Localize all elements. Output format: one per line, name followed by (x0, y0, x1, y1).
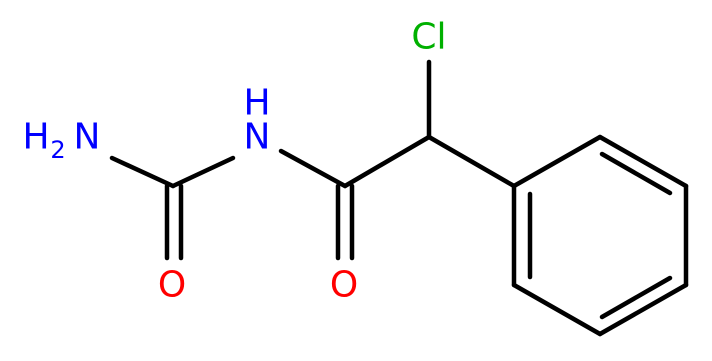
atom-amide-n: N (244, 117, 271, 158)
bond-ch-phenyl (426, 134, 517, 189)
ring-bond-4 (597, 282, 689, 337)
bond-c2-ch (342, 134, 432, 189)
bonds (109, 59, 689, 337)
bond-nh-c2 (278, 148, 348, 189)
bond-c1-nh (170, 155, 236, 189)
ring-inner-1 (599, 151, 673, 196)
atom-amine-subscript: 2 (50, 136, 65, 164)
ring-bond-5 (511, 282, 603, 337)
atom-chlorine: Cl (411, 17, 446, 58)
bond-nh2-c1 (109, 155, 176, 189)
atom-acyl-oxygen: O (330, 265, 358, 306)
ring-inner-2 (599, 275, 673, 320)
atom-amine-n: N (74, 117, 101, 158)
atom-amide-h: H (243, 83, 270, 124)
atom-amine-h: H (22, 117, 49, 158)
atom-urea-oxygen: O (158, 265, 186, 306)
atom-labels: Cl H N H 2 N O O (22, 17, 446, 306)
ring-bond-1 (511, 134, 603, 189)
ring-bond-2 (597, 134, 689, 189)
